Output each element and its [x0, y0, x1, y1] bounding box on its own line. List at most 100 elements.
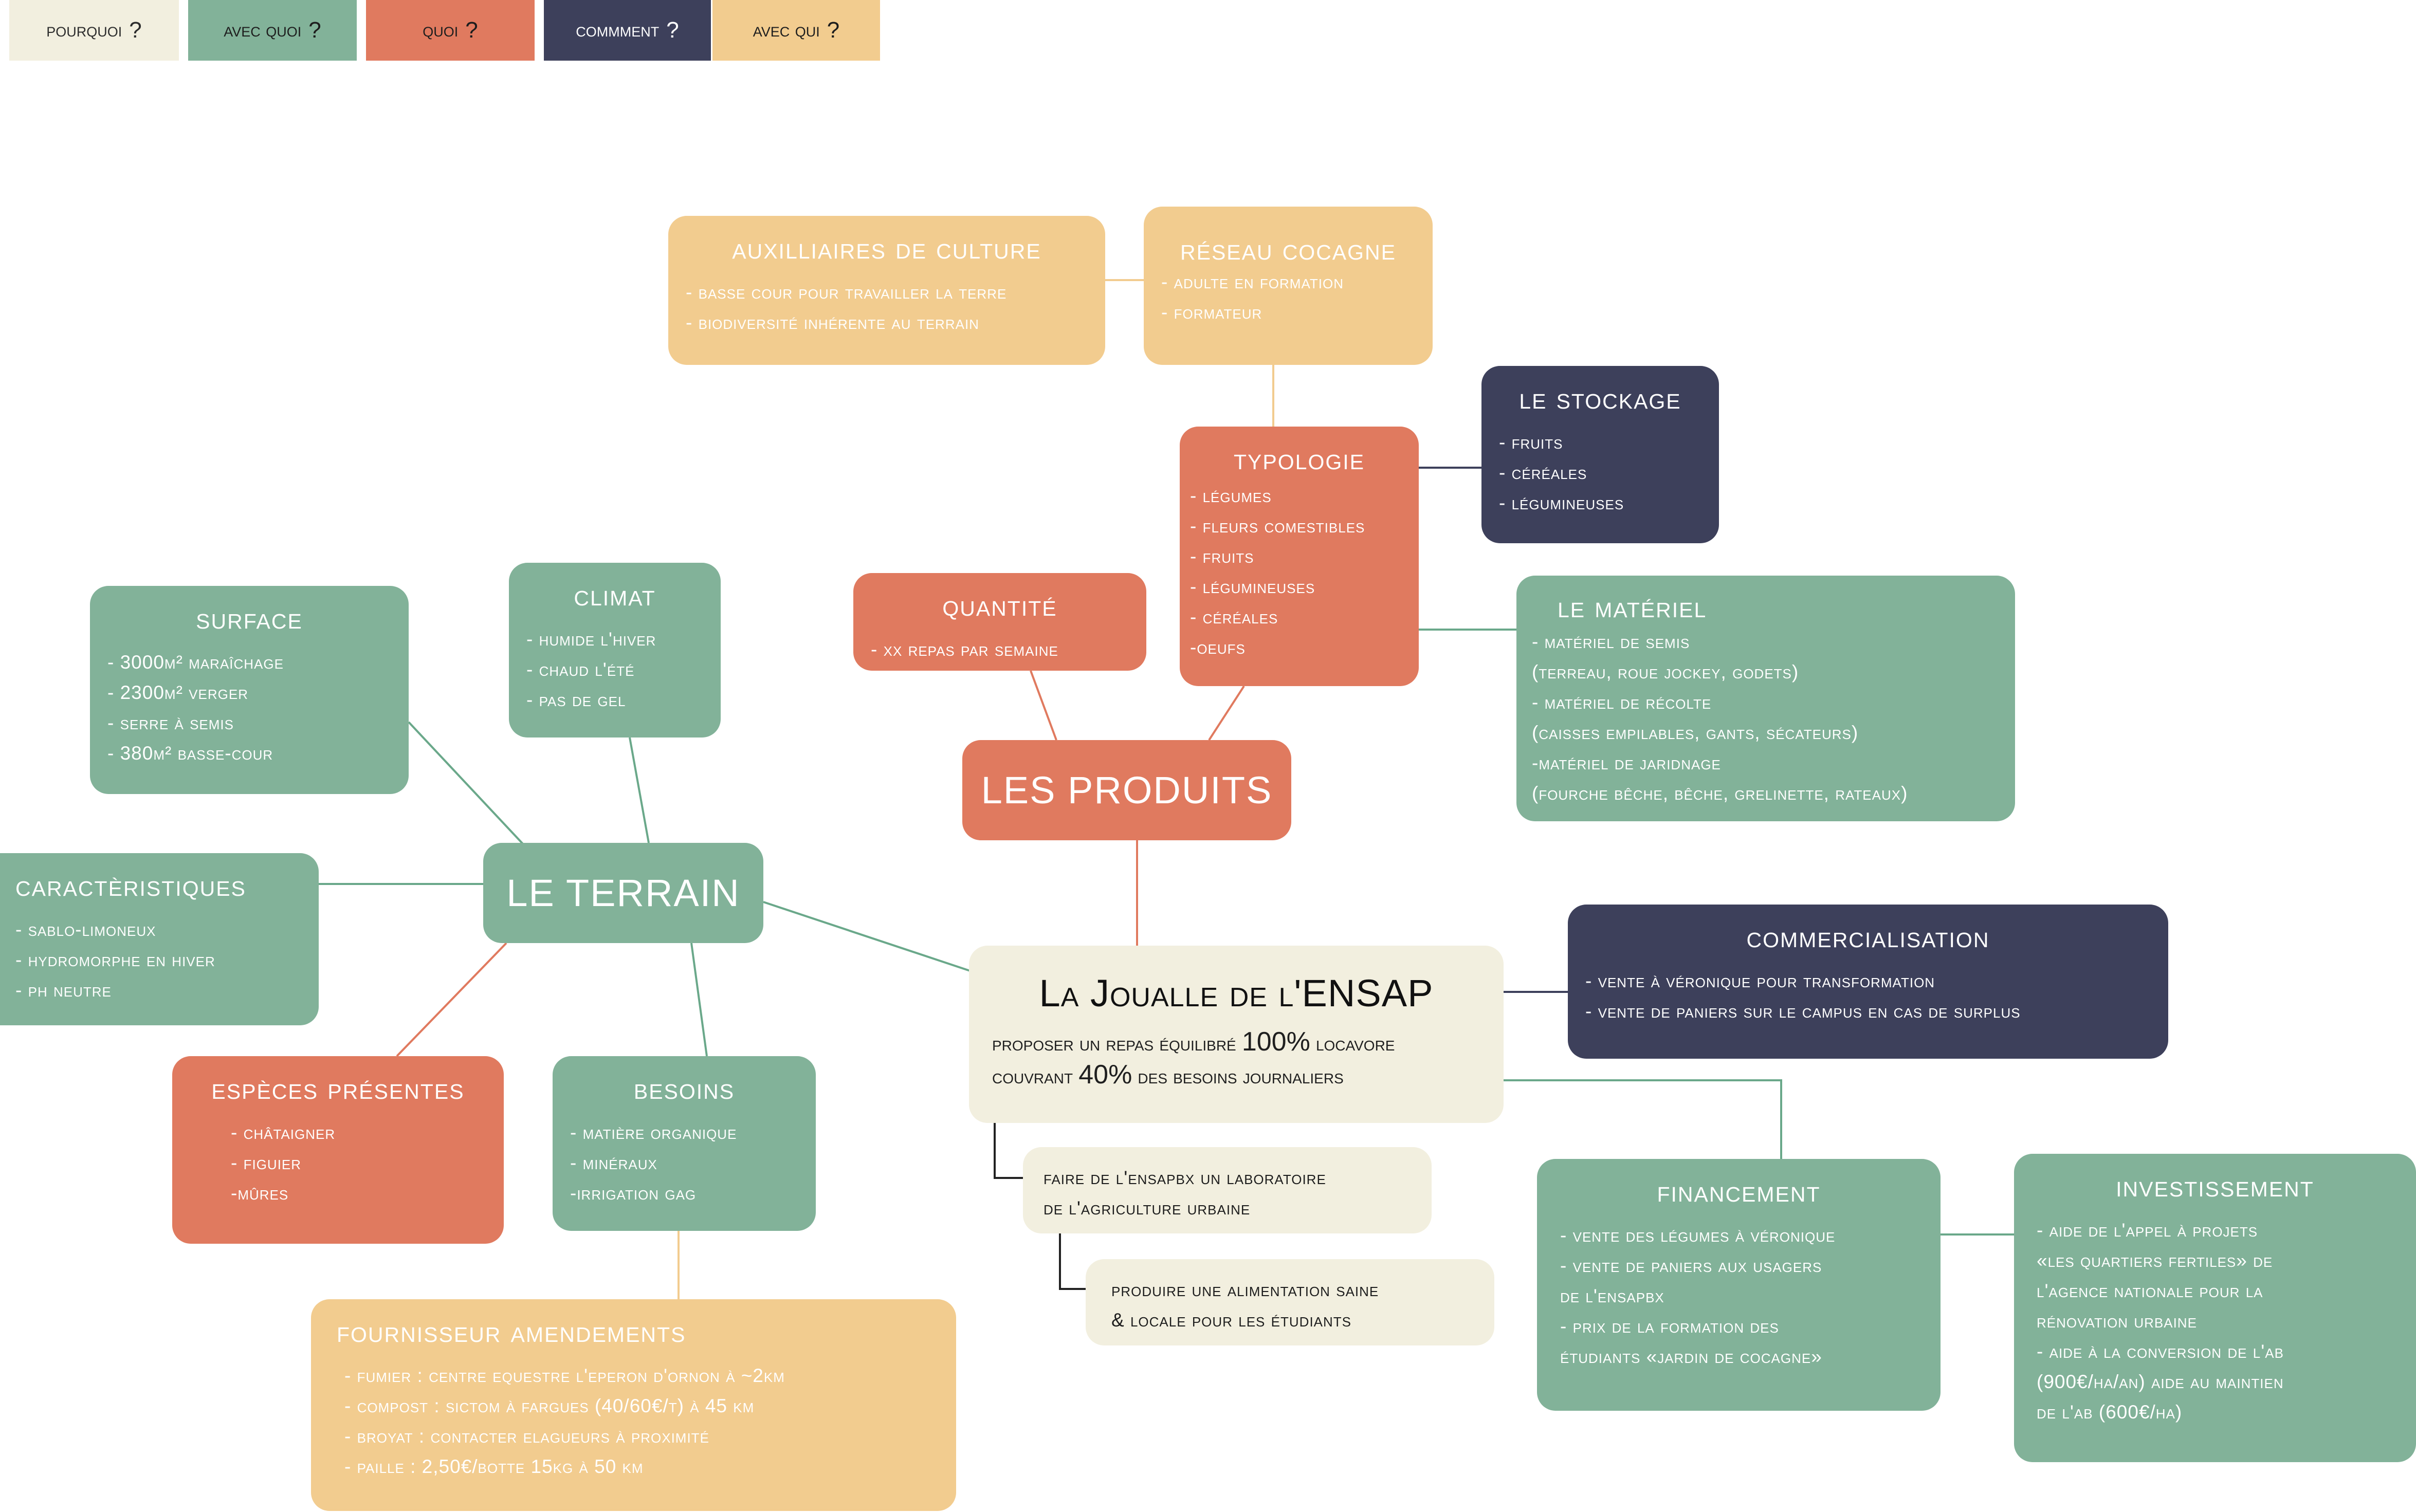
legend-quoi: quoi? [366, 0, 535, 61]
materiel-item: -matériel de jaridnage [1532, 752, 1721, 773]
typologie-item: - fleurs comestibles [1190, 515, 1365, 537]
node-fournisseur-amendements: fournisseur amendements - fumier : centr… [311, 1299, 956, 1511]
typologie-item: - légumineuses [1190, 576, 1315, 597]
center-objective: proposer un repas équilibré 100% locavor… [992, 1026, 1480, 1092]
node-title: surface [196, 602, 303, 635]
financement-list: - vente des légumes à véronique - vente d… [1560, 1220, 1917, 1372]
node-besoins: besoins - matière organique- minéraux-ir… [553, 1056, 816, 1231]
node-title: le stockage [1519, 382, 1681, 415]
auxiliaires-list: - basse cour pour travailler la terre - b… [686, 277, 1088, 338]
reseau-list: - adulte en formation- formateur [1161, 267, 1415, 327]
fournisseur-item: - paille : 2,50€/botte 15kg à 50 km [344, 1456, 644, 1477]
objective-alimentation: produire une alimentation saine& locale … [1086, 1259, 1494, 1345]
typologie-list: - légumes- fleurs comestibles- fruits- l… [1190, 481, 1408, 662]
node-surface: surface - 3000m² maraîchage- 2300m² verg… [90, 586, 409, 794]
legend-label: pourquoi [46, 19, 122, 41]
legend-comment: commment? [544, 0, 711, 61]
typologie-item: -oeufs [1190, 637, 1246, 658]
node-le-stockage: le stockage - fruits - céréales - légumine… [1481, 366, 1719, 543]
surface-item: - serre à semis [107, 712, 234, 733]
caracteristiques-item: - ph neutre [15, 980, 112, 1001]
link-terrain-especes [396, 942, 507, 1057]
node-title: fournisseur amendements [337, 1315, 686, 1349]
link-produits-quantite [1030, 670, 1057, 741]
legend-label: quoi [423, 19, 459, 41]
node-typologie: typologie - légumes- fleurs comestibles-… [1180, 427, 1419, 686]
legend-avec-quoi: avec quoi? [188, 0, 357, 61]
node-title: le matériel [1558, 591, 1707, 624]
center-objective-line1: proposer un repas équilibré 100% locavor… [992, 1027, 1395, 1057]
investissement-list: - aide de l'appel à projets«les quartier… [2037, 1215, 2393, 1427]
objective-line: de l'agriculture urbaine [1044, 1197, 1251, 1219]
fournisseur-item: - fumier : centre equestre l'eperon d'or… [344, 1365, 785, 1386]
node-title: investissement [2116, 1170, 2314, 1203]
quantite-item: - xx repas par semaine [871, 639, 1058, 660]
node-le-materiel: le matériel - matériel de semis (terreau,… [1516, 576, 2015, 821]
legend-label: commment [576, 19, 660, 41]
center-node: La Joualle de l'ENSAP proposer un repas … [969, 946, 1504, 1123]
financement-item: - vente des légumes à véronique [1560, 1225, 1836, 1246]
node-title: LES PRODUITS [981, 769, 1273, 812]
investissement-item: - aide de l'appel à projets [2037, 1220, 2258, 1241]
node-caracteristiques: caractèristiques - sablo-limoneux- hydro… [0, 853, 319, 1025]
typologie-item: - fruits [1190, 546, 1254, 567]
node-title: financement [1657, 1175, 1821, 1208]
node-title: réseau cocagne [1180, 233, 1397, 266]
stockage-item: - céréales [1499, 462, 1587, 483]
link-center-financement [1504, 1079, 1782, 1159]
surface-item: - 3000m² maraîchage [107, 652, 284, 673]
legend-avec-qui: avec qui? [712, 0, 880, 61]
objective-line: & locale pour les étudiants [1111, 1310, 1352, 1331]
besoins-item: - minéraux [570, 1152, 657, 1173]
node-title: espèces présentes [211, 1072, 465, 1105]
climat-item: - humide l'hiver [526, 629, 656, 650]
financement-item: - prix de la formation des [1560, 1316, 1779, 1337]
node-title: commercialisation [1746, 920, 1990, 954]
fournisseur-item: - broyat : contacter elagueurs à proximi… [344, 1426, 709, 1447]
node-reseau-cocagne: réseau cocagne - adulte en formation- fo… [1144, 207, 1433, 365]
auxiliaires-item: - biodiversité inhérente au terrain [686, 312, 979, 333]
investissement-item: l'agence nationale pour la [2037, 1280, 2263, 1301]
node-investissement: investissement - aide de l'appel à proje… [2014, 1154, 2416, 1462]
fournisseur-list: - fumier : centre equestre l'eperon d'or… [337, 1360, 930, 1482]
especes-item: - châtaigner [231, 1122, 336, 1143]
objective-line: faire de l'ensapbx un laboratoire [1044, 1167, 1326, 1188]
materiel-list: - matériel de semis (terreau, roue jockey… [1532, 626, 2000, 808]
surface-item: - 380m² basse-cour [107, 743, 273, 764]
financement-item: - vente de paniers aux usagers [1560, 1255, 1822, 1276]
materiel-item: - matériel de semis [1532, 631, 1690, 652]
node-commercialisation: commercialisation - vente à véronique po… [1568, 905, 2168, 1059]
fournisseur-item: - compost : sictom à fargues (40/60€/t) … [344, 1395, 755, 1416]
commercialisation-list: - vente à véronique pour transformation-… [1585, 966, 2151, 1026]
legend-pourquoi: pourquoi? [9, 0, 179, 61]
besoins-item: -irrigation gag [570, 1183, 697, 1204]
link-produits-typologie [1208, 685, 1245, 741]
caracteristiques-item: - sablo-limoneux [15, 919, 156, 940]
node-title: climat [574, 579, 656, 612]
legend-question-mark: ? [827, 17, 840, 43]
especes-item: - figuier [231, 1152, 302, 1173]
center-title: La Joualle de l'ENSAP [1039, 972, 1434, 1015]
legend-label: avec quoi [224, 19, 302, 41]
stockage-list: - fruits - céréales - légumineuses [1499, 427, 1701, 518]
node-title: besoins [633, 1072, 735, 1105]
climat-list: - humide l'hiver- chaud l'été- pas de ge… [526, 624, 703, 715]
auxiliaires-item: - basse cour pour travailler la terre [686, 282, 1007, 303]
commercialisation-item: - vente de paniers sur le campus en cas … [1585, 1001, 2021, 1022]
materiel-item: (terreau, roue jockey, godets) [1532, 661, 1799, 683]
investissement-item: - aide à la conversion de l'ab [2037, 1341, 2284, 1362]
objective-laboratoire: faire de l'ensapbx un laboratoire de l'ag… [1023, 1147, 1432, 1233]
stockage-item: - légumineuses [1499, 492, 1624, 513]
climat-item: - chaud l'été [526, 659, 635, 680]
investissement-item: (900€/ha/an) aide au maintien [2037, 1371, 2284, 1392]
legend-question-mark: ? [129, 17, 142, 43]
node-le-terrain: LE TERRAIN [483, 843, 763, 943]
stockage-item: - fruits [1499, 432, 1563, 453]
financement-item: de l'ensapbx [1560, 1285, 1664, 1306]
legend-label: avec qui [753, 19, 820, 41]
node-auxiliaires: auxilliaires de culture - basse cour pou… [668, 216, 1105, 365]
node-especes-presentes: espèces présentes - châtaigner- figuier-… [172, 1056, 504, 1244]
surface-list: - 3000m² maraîchage- 2300m² verger- serr… [107, 647, 391, 768]
